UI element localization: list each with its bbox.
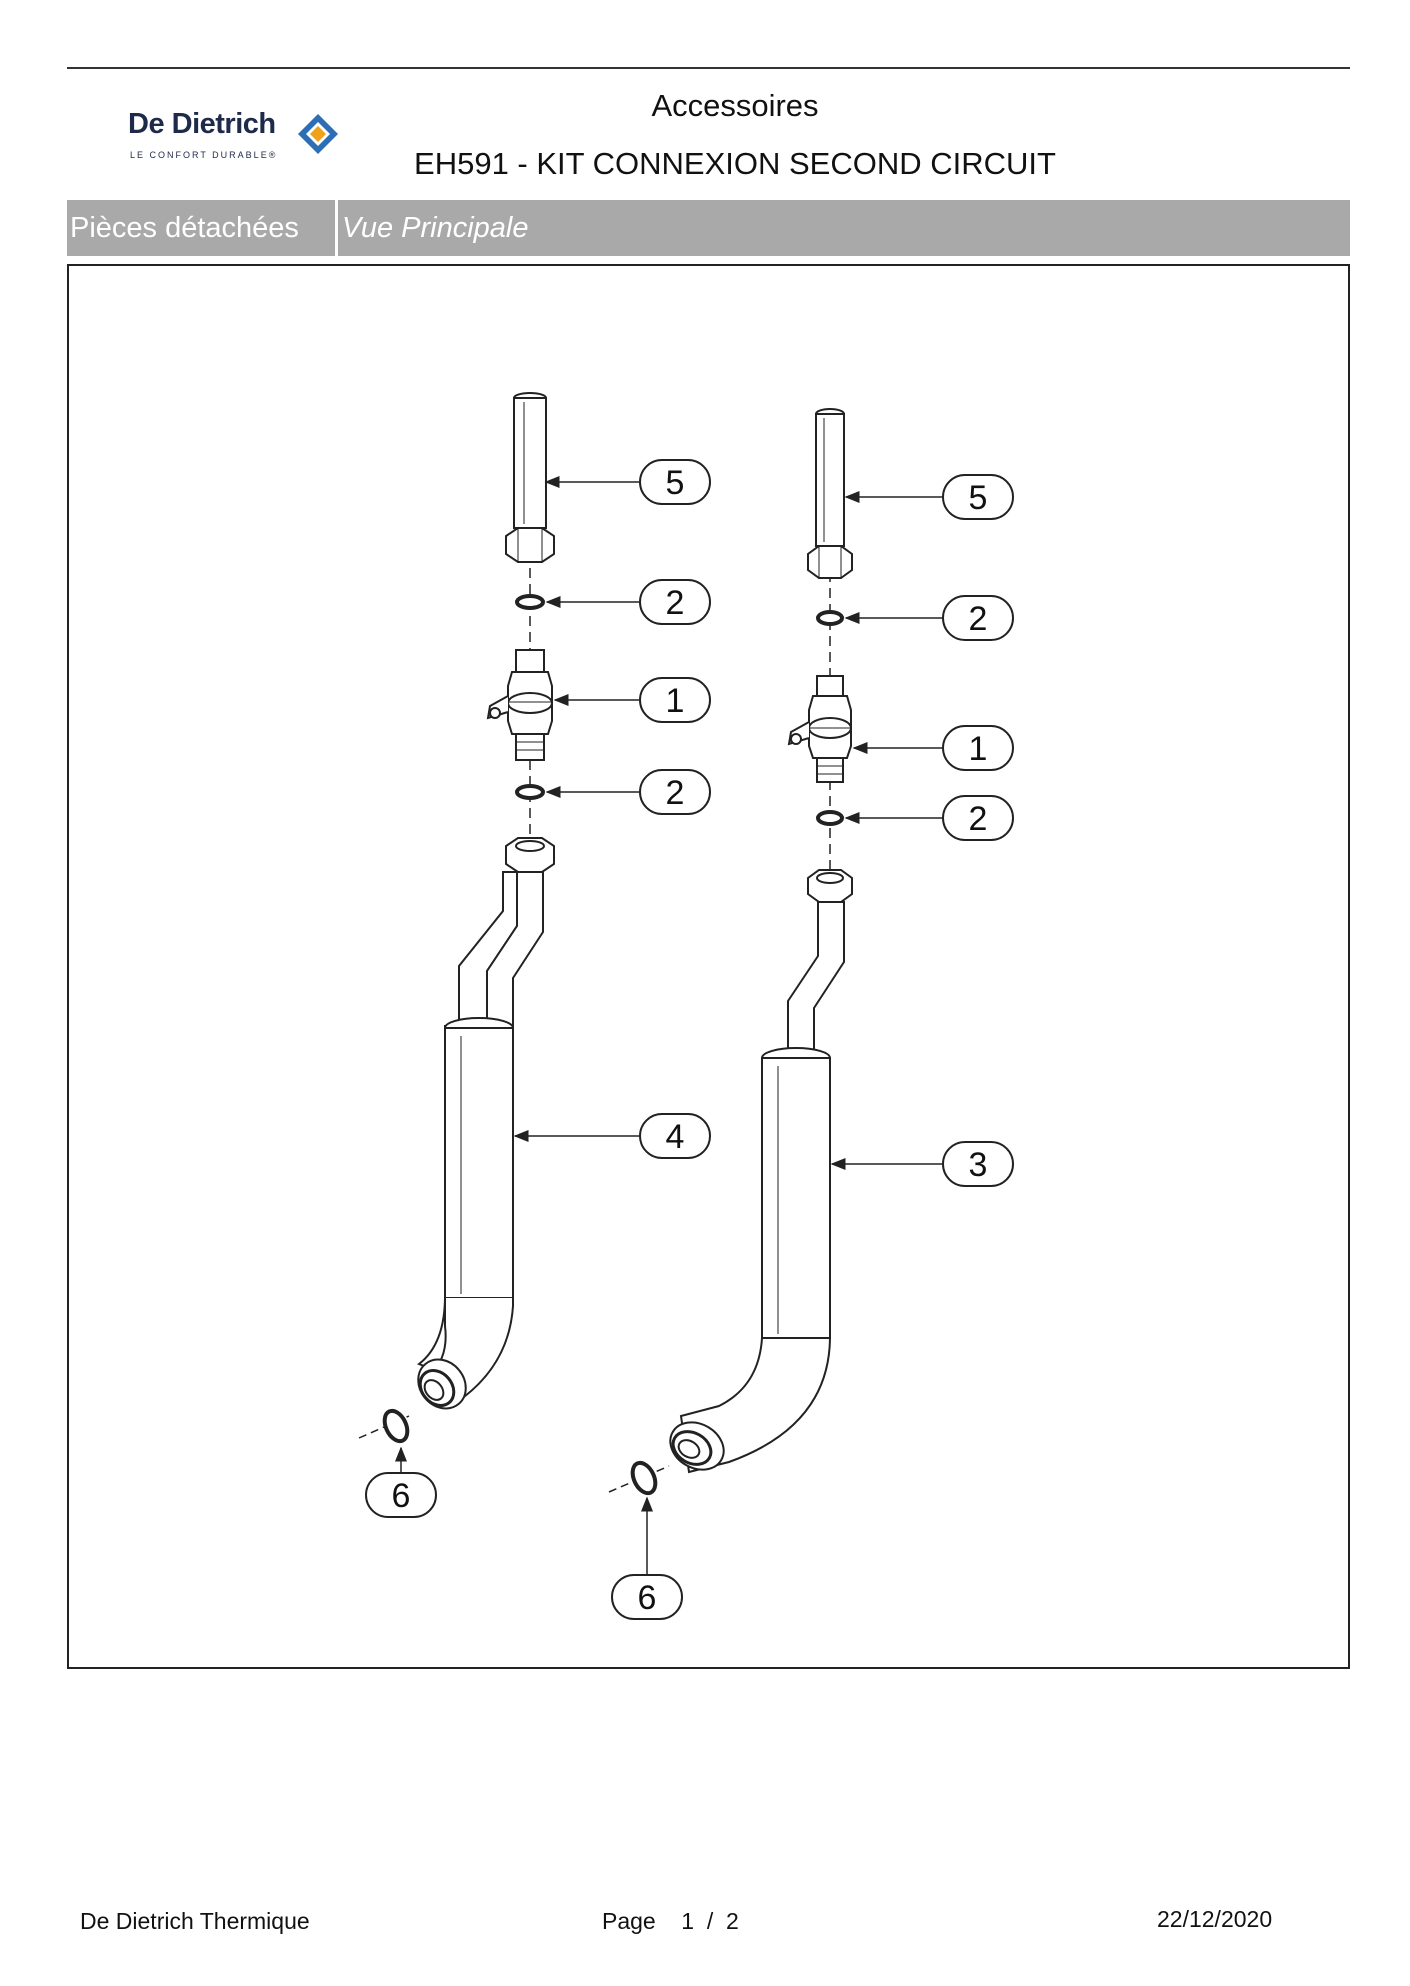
right-callouts <box>641 491 943 1575</box>
callout-right-6: 6 <box>638 1579 657 1617</box>
brand-diamond-icon <box>298 114 338 154</box>
page-label: Page <box>602 1908 656 1934</box>
page-separator: / <box>706 1908 714 1934</box>
callout-left-4: 4 <box>666 1118 685 1156</box>
left-assembly <box>358 392 555 1444</box>
section-label: Pièces détachées <box>70 212 299 244</box>
page-current: 1 <box>681 1908 695 1934</box>
page-title: Accessoires <box>651 88 819 123</box>
exploded-parts-diagram: 5 2 1 2 4 6 <box>358 392 1014 1620</box>
page-total: 2 <box>726 1908 739 1934</box>
footer-page-indicator: Page 1 / 2 <box>602 1908 739 1935</box>
right-assembly <box>608 408 853 1496</box>
left-callouts <box>395 476 640 1473</box>
brand-logo: De Dietrich LE CONFORT DURABLE® <box>128 108 348 168</box>
callout-right-1: 1 <box>969 730 988 768</box>
section-bar: Pièces détachées Vue Principale <box>67 200 1350 256</box>
top-rule <box>67 67 1350 69</box>
diagram-frame: 5 2 1 2 4 6 <box>67 264 1350 1669</box>
callout-left-2-lower: 2 <box>666 774 685 812</box>
footer-date: 22/12/2020 <box>1157 1906 1273 1932</box>
callout-left-1: 1 <box>666 682 685 720</box>
left-callout-bubbles <box>365 459 711 1518</box>
page-subtitle: EH591 - KIT CONNEXION SECOND CIRCUIT <box>414 146 1056 181</box>
view-label: Vue Principale <box>342 212 529 244</box>
callout-left-2-upper: 2 <box>666 584 685 622</box>
callout-right-3: 3 <box>969 1146 988 1184</box>
brand-name: De Dietrich <box>128 108 276 140</box>
section-divider <box>335 200 338 256</box>
brand-tagline: LE CONFORT DURABLE® <box>130 150 278 160</box>
footer-company: De Dietrich Thermique <box>80 1908 310 1934</box>
callout-left-5: 5 <box>666 464 685 502</box>
callout-left-6: 6 <box>392 1477 411 1515</box>
right-callout-bubbles <box>611 474 1014 1620</box>
callout-right-2-lower: 2 <box>969 800 988 838</box>
callout-right-5: 5 <box>969 479 988 517</box>
callout-right-2-upper: 2 <box>969 600 988 638</box>
